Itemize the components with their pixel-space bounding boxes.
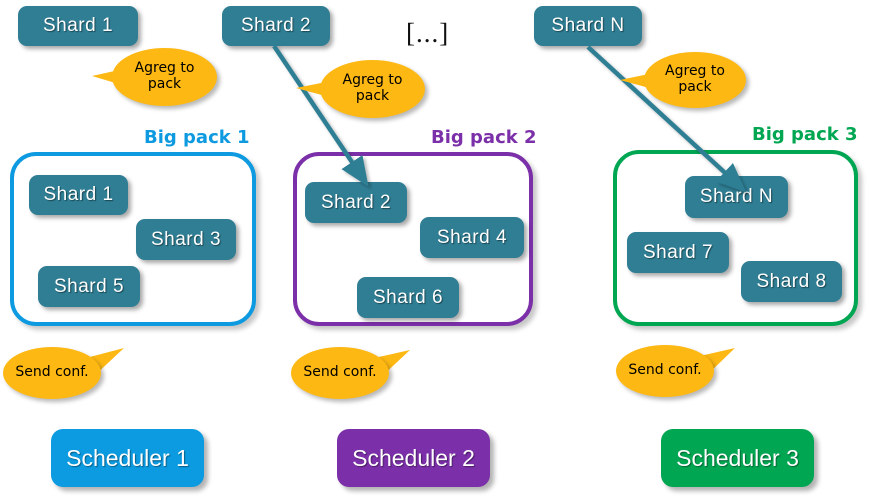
agreg-callout-3-label: Agreg to pack <box>665 63 725 95</box>
agreg-callout-2[interactable]: Agreg to pack <box>320 60 425 118</box>
top-shard-n-label: Shard N <box>551 15 625 36</box>
pack-2-shard-4-label: Shard 4 <box>436 226 508 248</box>
scheduler-3[interactable]: Scheduler 3 <box>661 429 814 487</box>
scheduler-1[interactable]: Scheduler 1 <box>51 429 204 487</box>
pack-1-shard-5-label: Shard 5 <box>53 275 125 297</box>
pack-2-shard-2[interactable]: Shard 2 <box>305 182 407 223</box>
pack-3-label: Big pack 3 <box>752 124 858 145</box>
pack-1-shard-5[interactable]: Shard 5 <box>38 266 140 307</box>
pack-3-shard-8[interactable]: Shard 8 <box>741 261 842 302</box>
pack-3-shard-n[interactable]: Shard N <box>685 176 788 218</box>
ellipsis-marker: [...] <box>406 18 450 48</box>
send-callout-2[interactable]: Send conf. <box>291 347 389 399</box>
send-callout-3[interactable]: Send conf. <box>616 345 714 397</box>
scheduler-2-label: Scheduler 2 <box>352 444 475 471</box>
agreg-callout-3[interactable]: Agreg to pack <box>644 52 746 108</box>
top-shard-n[interactable]: Shard N <box>534 6 642 46</box>
pack-3-shard-n-label: Shard N <box>699 186 774 207</box>
scheduler-2[interactable]: Scheduler 2 <box>337 429 490 487</box>
agreg-callout-2-label: Agreg to pack <box>342 72 403 104</box>
top-shard-1[interactable]: Shard 1 <box>18 6 138 46</box>
pack-1-shard-3[interactable]: Shard 3 <box>136 219 236 260</box>
send-callout-1-label: Send conf. <box>15 364 89 381</box>
pack-3-shard-7[interactable]: Shard 7 <box>627 232 729 273</box>
pack-2-label: Big pack 2 <box>431 127 537 148</box>
agreg-callout-1[interactable]: Agreg to pack <box>112 48 217 106</box>
pack-3-shard-7-label: Shard 7 <box>642 241 714 263</box>
pack-1-shard-1-label: Shard 1 <box>43 184 114 205</box>
send-callout-3-label: Send conf. <box>628 362 702 379</box>
pack-1-label: Big pack 1 <box>144 127 250 148</box>
pack-2-shard-6-label: Shard 6 <box>372 286 444 308</box>
scheduler-1-label: Scheduler 1 <box>66 444 189 471</box>
send-callout-1[interactable]: Send conf. <box>3 347 101 399</box>
top-shard-1-label: Shard 1 <box>42 15 114 36</box>
pack-2-shard-2-label: Shard 2 <box>320 191 392 213</box>
send-callout-2-label: Send conf. <box>303 364 377 381</box>
scheduler-3-label: Scheduler 3 <box>676 444 799 471</box>
pack-2-shard-4[interactable]: Shard 4 <box>420 217 524 258</box>
pack-1-shard-3-label: Shard 3 <box>150 228 222 250</box>
agreg-callout-1-label: Agreg to pack <box>134 60 195 92</box>
pack-1-shard-1[interactable]: Shard 1 <box>29 175 128 215</box>
top-shard-2[interactable]: Shard 2 <box>222 6 330 46</box>
pack-2-shard-6[interactable]: Shard 6 <box>357 277 459 318</box>
top-shard-2-label: Shard 2 <box>240 15 312 36</box>
pack-3-shard-8-label: Shard 8 <box>756 270 827 292</box>
